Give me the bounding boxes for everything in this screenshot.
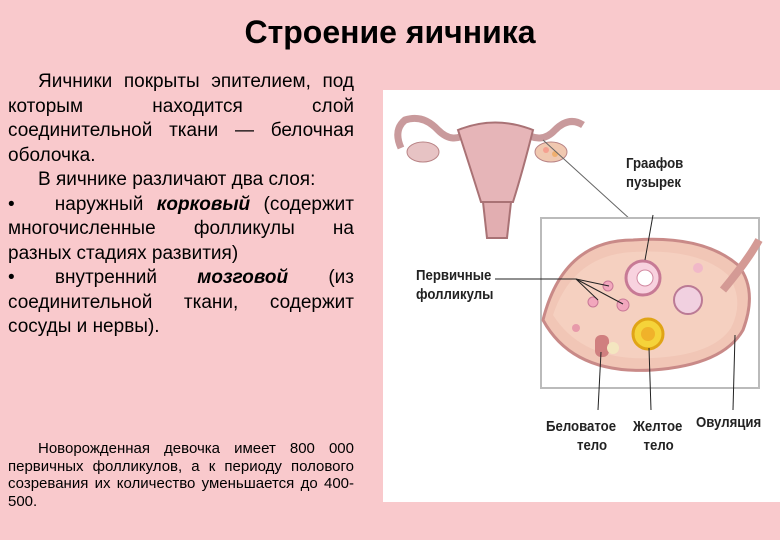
label-yellow-line2: тело: [643, 437, 674, 454]
ovary-illustration: [394, 114, 763, 411]
label-graaf-line1: Граафов: [626, 155, 684, 172]
bullet-medulla: • внутренний мозговой (из соединительной…: [8, 266, 354, 340]
term-cortex: корковый: [156, 193, 251, 215]
bullet-medulla-text: (из соединительной ткани, содержит сосуд…: [8, 267, 354, 337]
label-primary-line2: фолликулы: [416, 286, 494, 303]
label-graaf-line2: пузырек: [626, 174, 681, 191]
pointer-lines: [495, 214, 736, 411]
label-corpus-luteum: Желтое тело: [633, 417, 682, 455]
text-column: Яичники покрыты эпителием, под которым н…: [8, 70, 354, 340]
label-corpus-albicans: Беловатое тело: [546, 417, 616, 455]
label-yellow-line1: Желтое: [633, 418, 683, 435]
label-white-line1: Беловатое: [546, 418, 617, 435]
label-primary-line1: Первичные: [416, 267, 492, 284]
slide-title: Строение яичника: [244, 14, 536, 50]
label-ovulation: Овуляция: [696, 414, 762, 431]
ovary-section: [541, 237, 763, 372]
label-graafian-follicle: Граафов пузырек: [626, 154, 683, 192]
bullet-cortex-prefix: • наружный: [8, 193, 157, 215]
uterus-drawing: [394, 114, 632, 239]
label-primary-follicles: Первичные фолликулы: [416, 266, 493, 304]
bullet-cortex: • наружный корковый (содержит многочисле…: [8, 193, 354, 267]
ovary-figure: Граафов пузырек Первичные фолликулы Бело…: [383, 90, 780, 502]
label-white-line2: тело: [576, 437, 608, 454]
bullet-cortex-text: (содержит многочисленные фолликулы на ра…: [8, 193, 354, 264]
paragraph-layers: В яичнике различают два слоя:: [38, 169, 316, 190]
bullet-medulla-prefix: • внутренний: [8, 267, 198, 288]
paragraph-epithelium: Яичники покрыты эпителием, под которым н…: [8, 71, 354, 166]
follicle-count-note: Новорожденная девочка имеет 800 000 перв…: [8, 440, 354, 510]
term-medulla: мозговой: [197, 267, 289, 288]
